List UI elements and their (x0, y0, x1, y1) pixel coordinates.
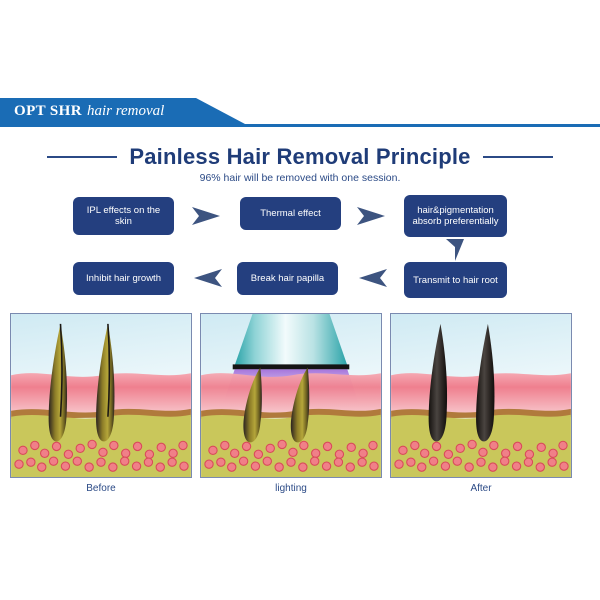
skin-cross-section-before-image (11, 314, 191, 477)
flow-node-break-papilla[interactable]: Break hair papilla (237, 262, 338, 295)
title-rule-left (47, 156, 118, 158)
page-title-row: Painless Hair Removal Principle (0, 142, 600, 172)
page-subtitle: 96% hair will be removed with one sessio… (199, 172, 401, 184)
flow-node-label: Thermal effect (260, 208, 321, 219)
flow-arrow-right-icon (355, 205, 389, 227)
panel-caption-after: After (470, 483, 492, 494)
brand-name-italic: hair removal (86, 103, 165, 119)
flow-arrow-right-icon (190, 205, 224, 227)
flow-node-label: hair&pigmentation absorb preferentially (412, 205, 499, 227)
skin-cross-section-lighting-image (201, 314, 381, 477)
panel-after (390, 313, 572, 478)
flow-node-label: IPL effects on the skin (86, 205, 161, 227)
flow-arrow-left-icon (355, 267, 389, 289)
panel-before (10, 313, 192, 478)
panel-caption-before: Before (86, 483, 116, 494)
illustration-panels: Before lighting After (0, 313, 600, 503)
panel-caption-lighting: lighting (275, 483, 307, 494)
flow-node-ipl-effects[interactable]: IPL effects on the skin (73, 197, 174, 235)
flow-node-label: Inhibit hair growth (86, 273, 161, 284)
flow-arrow-down-icon (444, 237, 466, 263)
process-flow-diagram: IPL effects on the skin Thermal effect h… (0, 192, 600, 304)
title-rule-right (482, 156, 553, 158)
brand-name-bold: OPT SHR (14, 103, 82, 119)
flow-arrow-left-icon (190, 267, 224, 289)
banner-underline-rule (0, 124, 600, 127)
flow-node-label: Break hair papilla (250, 273, 325, 284)
flow-node-label: Transmit to hair root (413, 274, 498, 286)
skin-cross-section-after-image (391, 314, 571, 477)
flow-node-thermal-effect[interactable]: Thermal effect (240, 197, 341, 230)
page-title: Painless Hair Removal Principle (129, 144, 471, 169)
panel-lighting (200, 313, 382, 478)
flow-node-transmit[interactable]: Transmit to hair root (404, 262, 507, 298)
flow-node-absorb[interactable]: hair&pigmentation absorb preferentially (404, 195, 507, 237)
brand-banner-shape (0, 98, 245, 124)
flow-node-inhibit-growth[interactable]: Inhibit hair growth (73, 262, 174, 295)
